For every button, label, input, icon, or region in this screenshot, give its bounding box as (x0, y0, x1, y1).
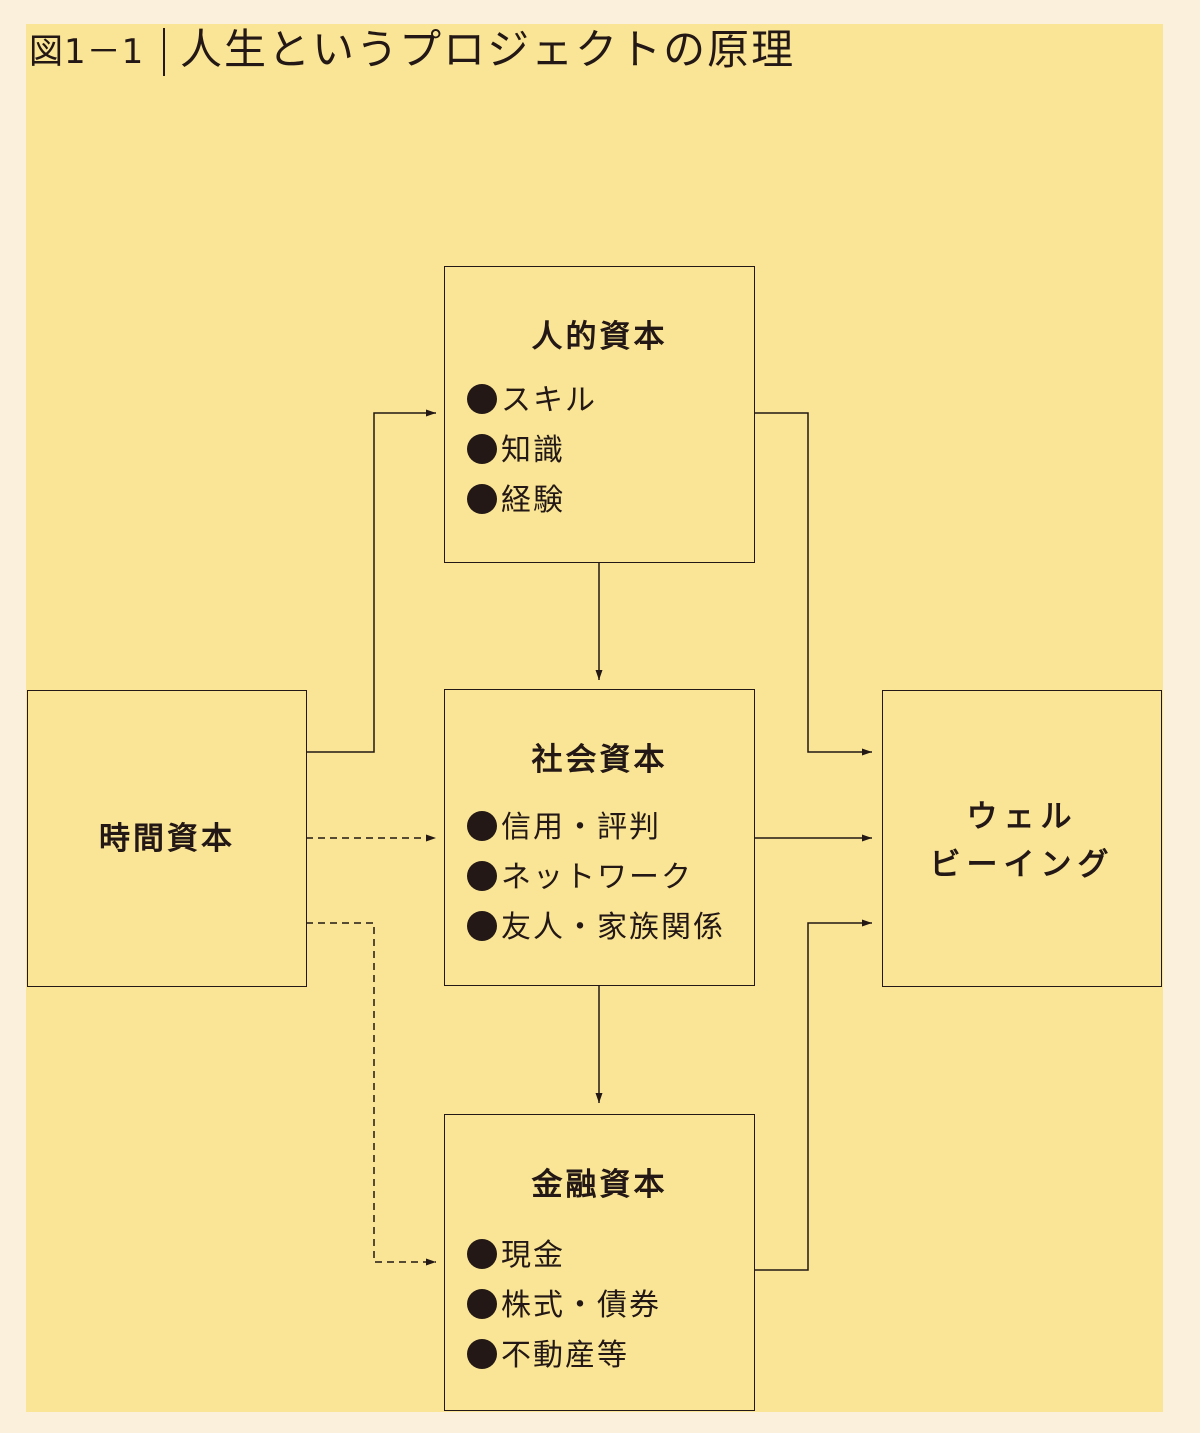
item-text: 現金 (501, 1238, 565, 1273)
item-text: 株式・債券 (501, 1288, 661, 1323)
financial-capital-items: 現金 株式・債券 不動産等 (467, 1231, 661, 1381)
item-text: 友人・家族関係 (501, 910, 725, 945)
list-item: 知識 (467, 426, 597, 476)
arrow-financial-to-wellbeing (754, 919, 872, 1271)
time-capital-title: 時間資本 (99, 821, 235, 857)
financial-capital-title: 金融資本 (531, 1167, 668, 1203)
bullet-icon (467, 1289, 497, 1319)
bullet-icon (467, 1339, 497, 1369)
figure-label: 図1－1 (29, 32, 145, 72)
arrow-human-to-wellbeing (754, 412, 872, 756)
human-capital-items: スキル 知識 経験 (467, 376, 597, 526)
bullet-icon (467, 911, 497, 941)
social-capital-title: 社会資本 (531, 742, 668, 778)
item-text: 知識 (501, 433, 565, 468)
bullet-icon (467, 811, 497, 841)
list-item: 経験 (467, 476, 597, 526)
social-capital-box: 社会資本 信用・評判 ネットワーク 友人・家族関係 (444, 689, 755, 986)
figure-title: 人生というプロジェクトの原理 (180, 25, 796, 74)
human-capital-title: 人的資本 (531, 319, 668, 355)
bullet-icon (467, 861, 497, 891)
item-text: スキル (501, 383, 597, 418)
time-capital-box: 時間資本 (27, 690, 307, 987)
wellbeing-line-1: ウェル (966, 799, 1078, 835)
financial-capital-box: 金融資本 現金 株式・債券 不動産等 (444, 1114, 755, 1411)
item-text: 経験 (501, 483, 565, 518)
wellbeing-line-2: ビーイング (929, 847, 1115, 883)
list-item: 友人・家族関係 (467, 903, 725, 953)
human-capital-box: 人的資本 スキル 知識 経験 (444, 266, 755, 563)
bullet-icon (467, 434, 497, 464)
bullet-icon (467, 384, 497, 414)
social-capital-items: 信用・評判 ネットワーク 友人・家族関係 (467, 803, 725, 953)
bullet-icon (467, 484, 497, 514)
item-text: 信用・評判 (501, 810, 661, 845)
list-item: 株式・債券 (467, 1281, 661, 1331)
item-text: ネットワーク (501, 860, 693, 895)
title-separator (163, 28, 165, 76)
list-item: スキル (467, 376, 597, 426)
list-item: 現金 (467, 1231, 661, 1281)
list-item: 不動産等 (467, 1331, 661, 1381)
item-text: 不動産等 (501, 1338, 629, 1373)
list-item: ネットワーク (467, 853, 725, 903)
bullet-icon (467, 1239, 497, 1269)
wellbeing-label: ウェル ビーイング (883, 793, 1161, 889)
figure-panel (26, 24, 1163, 1412)
arrow-time-to-human (306, 409, 436, 753)
wellbeing-box: ウェル ビーイング (882, 690, 1162, 987)
arrow-time-to-financial (306, 922, 436, 1266)
list-item: 信用・評判 (467, 803, 725, 853)
